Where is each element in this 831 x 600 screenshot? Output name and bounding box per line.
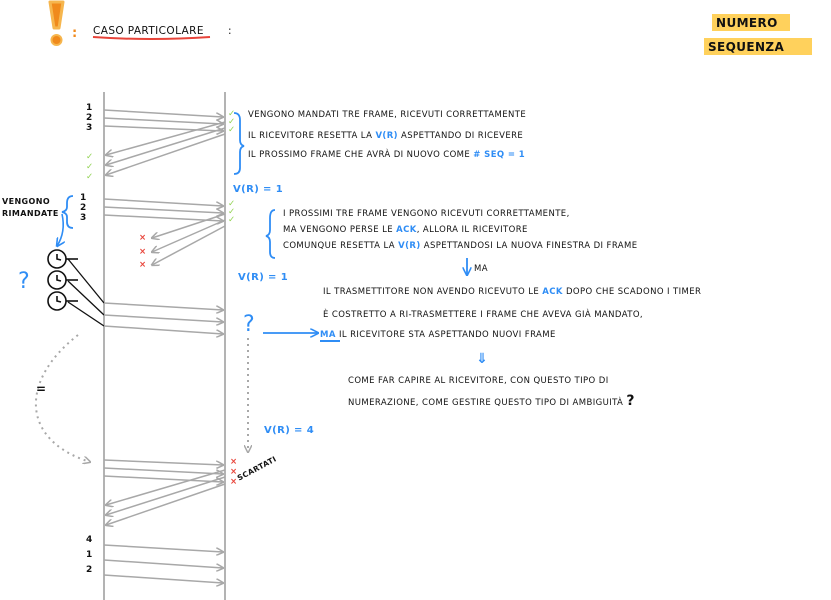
frames-window-3	[103, 459, 223, 482]
note-2-line-3: COMUNQUE RESETTA LA V(R) ASPETTANDOSI LA…	[283, 241, 638, 251]
resent-label-line-2: RIMANDATE	[2, 209, 59, 218]
equivalence-sign: =	[36, 382, 47, 396]
question-mark-left: ?	[18, 269, 31, 294]
brace-block-1	[233, 112, 245, 175]
red-cross-icon: ×	[230, 467, 238, 477]
note-2-line-2: MA VENGONO PERSE LE ACK, ALLORA IL RICEV…	[283, 225, 528, 235]
title-trailing-colon: :	[228, 25, 232, 37]
page-title: CASO PARTICOLARE	[93, 25, 204, 37]
note-4-line-2: NUMERAZIONE, COME GESTIRE QUESTO TIPO DI…	[348, 393, 635, 409]
timer-clock-icon	[47, 291, 78, 311]
frames-retransmitted	[103, 302, 223, 334]
note-4-line-1: COME FAR CAPIRE AL RICEVITORE, CON QUEST…	[348, 376, 609, 386]
receiver-window-value-2: V(R) = 1	[238, 272, 289, 283]
seq-number: 1	[80, 193, 87, 203]
frames-window-2	[103, 198, 223, 221]
brace-resent	[61, 195, 74, 229]
note-1-line-3: IL PROSSIMO FRAME CHE AVRÀ DI NUOVO COME…	[248, 150, 526, 160]
seq-number: 3	[86, 123, 93, 133]
title-underline	[92, 36, 211, 40]
seq-number: 1	[86, 550, 93, 560]
seq-number: 2	[86, 113, 93, 123]
badge-highlight	[704, 14, 812, 55]
question-mark-right: ?	[243, 312, 256, 337]
green-check-icon: ✓	[228, 125, 236, 135]
brace-block-2	[265, 209, 276, 259]
seq-number: 1	[86, 103, 93, 113]
resent-label-line-1: VENGONO	[2, 197, 51, 206]
frames-window-4	[103, 544, 223, 583]
exclamation-warning-icon	[48, 0, 65, 46]
red-cross-icon: ×	[230, 457, 238, 467]
timer-expiry-lines	[67, 258, 105, 327]
timer-clock-icon	[47, 270, 78, 290]
frames-window-1	[103, 109, 223, 131]
note-1-line-2: IL RICEVITORE RESETTA LA V(R) ASPETTANDO…	[248, 131, 524, 141]
green-check-icon: ✓	[228, 207, 236, 217]
red-cross-icon: ×	[139, 260, 147, 270]
seq-number: 3	[80, 213, 87, 223]
dotted-equivalence-arrow	[34, 334, 90, 462]
receiver-window-value-3: V(R) = 4	[264, 425, 315, 436]
green-check-icon: ✓	[228, 109, 236, 119]
note-3-line-3: MA IL RICEVITORE STA ASPETTANDO NUOVI FR…	[320, 330, 556, 340]
title-colon: :	[72, 26, 78, 41]
seq-number: 2	[86, 565, 93, 575]
timer-clock-icon	[47, 249, 78, 269]
green-check-icon: ✓	[228, 215, 236, 225]
acks-window-3	[106, 469, 226, 525]
double-down-arrow: ⇓	[476, 351, 489, 367]
green-check-icon: ✓	[228, 117, 236, 127]
red-cross-icon: ×	[230, 477, 238, 487]
badge-line-1: NUMERO	[716, 16, 778, 30]
red-cross-icon: ×	[139, 247, 147, 257]
but-label: MA	[474, 264, 488, 274]
receiver-window-value-1: V(R) = 1	[233, 184, 284, 195]
red-cross-icon: ×	[139, 233, 147, 243]
green-check-icon: ✓	[228, 199, 236, 209]
acks-window-1	[106, 121, 226, 175]
seq-number: 4	[86, 535, 93, 545]
green-check-icon: ✓	[86, 152, 94, 162]
green-check-icon: ✓	[86, 172, 94, 182]
resent-pointer-arrow	[57, 213, 63, 246]
badge-line-2: SEQUENZA	[708, 40, 785, 54]
note-1-line-1: VENGONO MANDATI TRE FRAME, RICEVUTI CORR…	[248, 110, 527, 120]
green-check-icon: ✓	[86, 162, 94, 172]
note-3-line-2: È COSTRETTO A RI-TRASMETTERE I FRAME CHE…	[323, 310, 644, 320]
note-3-line-1: IL TRASMETTITORE NON AVENDO RICEVUTO LE …	[323, 287, 702, 297]
lost-acks-window-2	[152, 213, 226, 265]
seq-number: 2	[80, 203, 87, 213]
note-2-line-1: I PROSSIMI TRE FRAME VENGONO RICEVUTI CO…	[283, 209, 570, 219]
